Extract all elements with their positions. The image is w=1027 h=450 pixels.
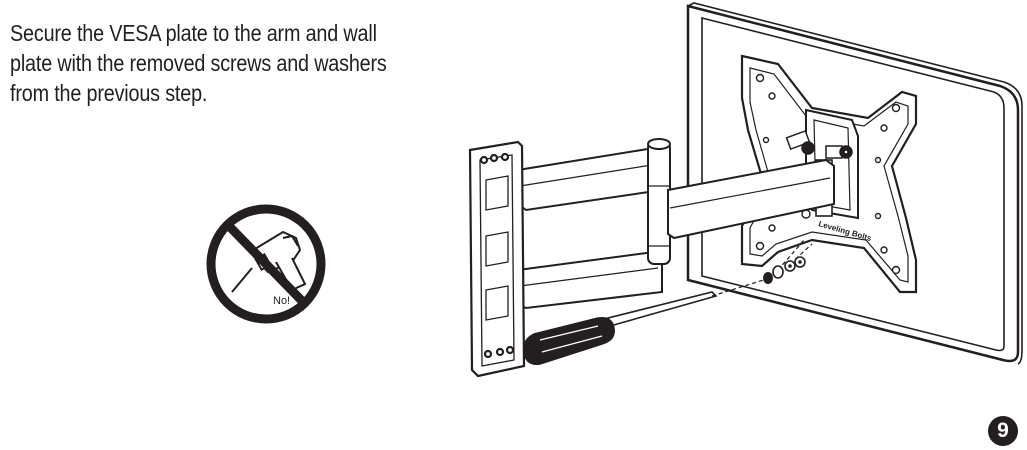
extension-arm: [517, 138, 835, 310]
no-power-drill-icon: No!: [206, 204, 326, 324]
instruction-text: Secure the VESA plate to the arm and wal…: [10, 18, 457, 108]
screws-and-washers: [711, 239, 813, 297]
wall-plate: [468, 140, 526, 378]
screwdriver-icon: [522, 291, 718, 365]
instruction-line-1: Secure the VESA plate to the arm and wal…: [10, 20, 377, 46]
no-label: No!: [273, 295, 290, 307]
instruction-line-2: plate with the removed screws and washer…: [10, 50, 387, 76]
step-number-badge: 9: [988, 416, 1018, 446]
instruction-line-3: from the previous step.: [10, 80, 208, 106]
